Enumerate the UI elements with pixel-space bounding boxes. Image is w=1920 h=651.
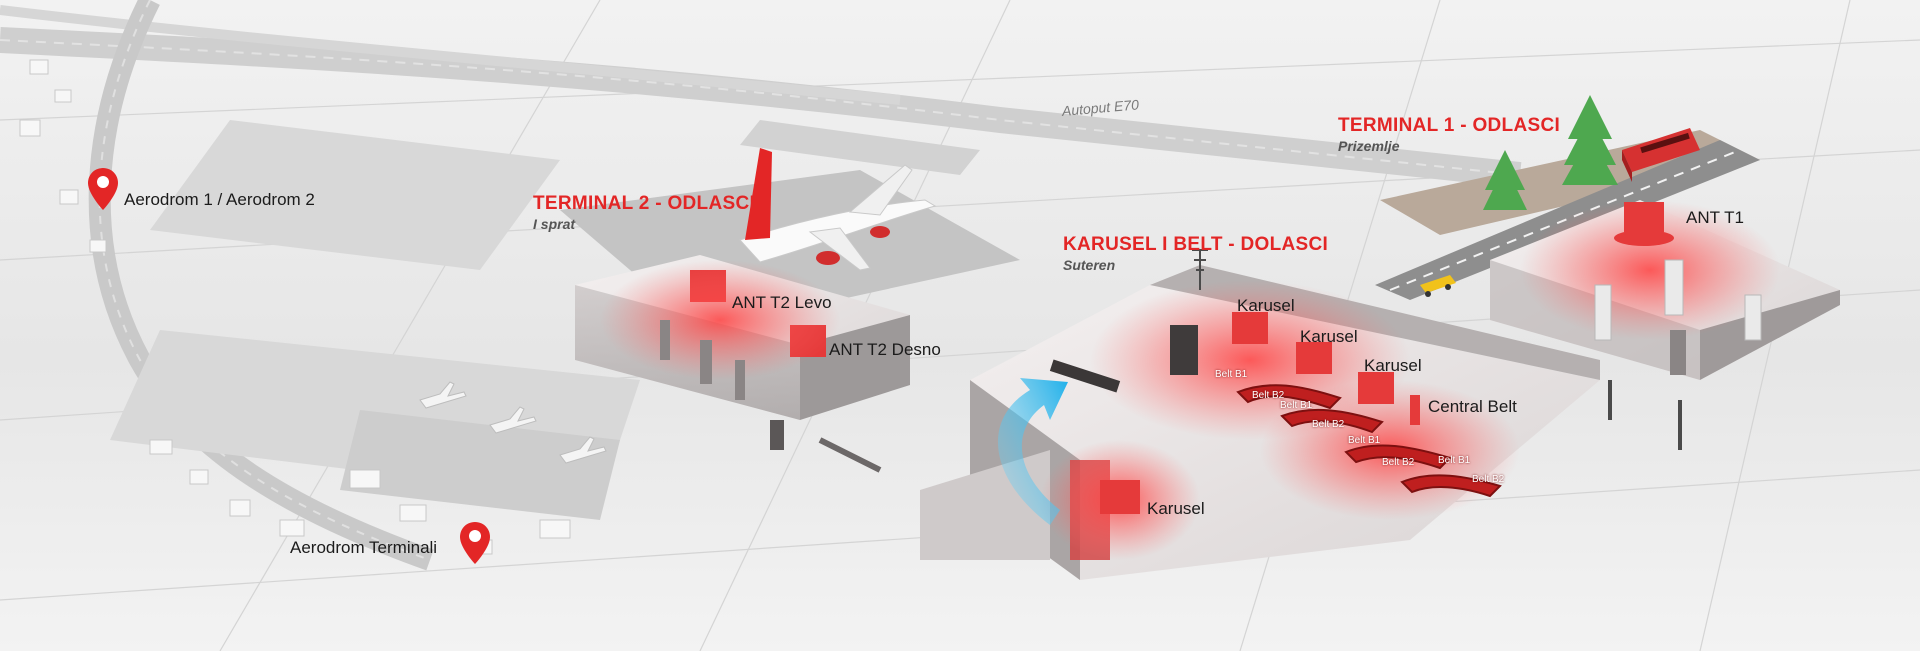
belt-label: Belt B1 — [1280, 400, 1313, 411]
place-label-aerodrom-1-2[interactable]: Aerodrom 1 / Aerodrom 2 — [124, 190, 315, 209]
terminal2-title[interactable]: TERMINAL 2 - ODLASCI — [533, 193, 756, 214]
apron-planes — [419, 381, 607, 464]
terminal1-subtitle: Prizemlje — [1338, 138, 1400, 154]
tree-icon — [1483, 95, 1618, 210]
place-label-aerodrom-terminali[interactable]: Aerodrom Terminali — [290, 538, 438, 557]
apron — [110, 120, 980, 520]
belt-label: Belt B2 — [1252, 390, 1285, 401]
karusel-subtitle: Suteren — [1063, 257, 1116, 273]
belt-label: Belt B1 — [1348, 435, 1381, 446]
central-belt-label[interactable]: Central Belt — [1428, 397, 1517, 416]
baggage-belts — [1236, 384, 1502, 498]
taxi-icon — [1420, 275, 1456, 297]
terminal1-title[interactable]: TERMINAL 1 - ODLASCI — [1338, 115, 1561, 136]
belt-label: Belt B1 — [1438, 455, 1471, 466]
karusel-label-1[interactable]: Karusel — [1237, 296, 1295, 315]
terminal2-subtitle: I sprat — [533, 216, 576, 232]
airport-road — [88, 0, 434, 571]
ant-t2-levo-label[interactable]: ANT T2 Levo — [732, 293, 832, 312]
belt-label: Belt B1 — [1215, 369, 1248, 380]
belt-label: Belt B2 — [1472, 474, 1505, 485]
karusel-label-5[interactable]: Karusel — [1147, 499, 1205, 518]
terminal1-building — [1375, 130, 1840, 450]
ant-t2-desno-label[interactable]: ANT T2 Desno — [829, 340, 941, 359]
terminal2-building — [560, 170, 1020, 473]
location-pin-icon[interactable] — [86, 166, 120, 212]
airplane-icon — [739, 148, 937, 271]
location-pin-icon[interactable] — [458, 520, 492, 566]
belt-label: Belt B2 — [1382, 457, 1415, 468]
karusel-label-3[interactable]: Karusel — [1364, 356, 1422, 375]
ant-t1-label[interactable]: ANT T1 — [1686, 208, 1744, 227]
belt-label: Belt B2 — [1312, 419, 1345, 430]
karusel-label-2[interactable]: Karusel — [1300, 327, 1358, 346]
karusel-title[interactable]: KARUSEL I BELT - DOLASCI — [1063, 234, 1329, 255]
bus-icon — [1622, 128, 1700, 182]
direction-arrow-icon — [997, 378, 1068, 525]
